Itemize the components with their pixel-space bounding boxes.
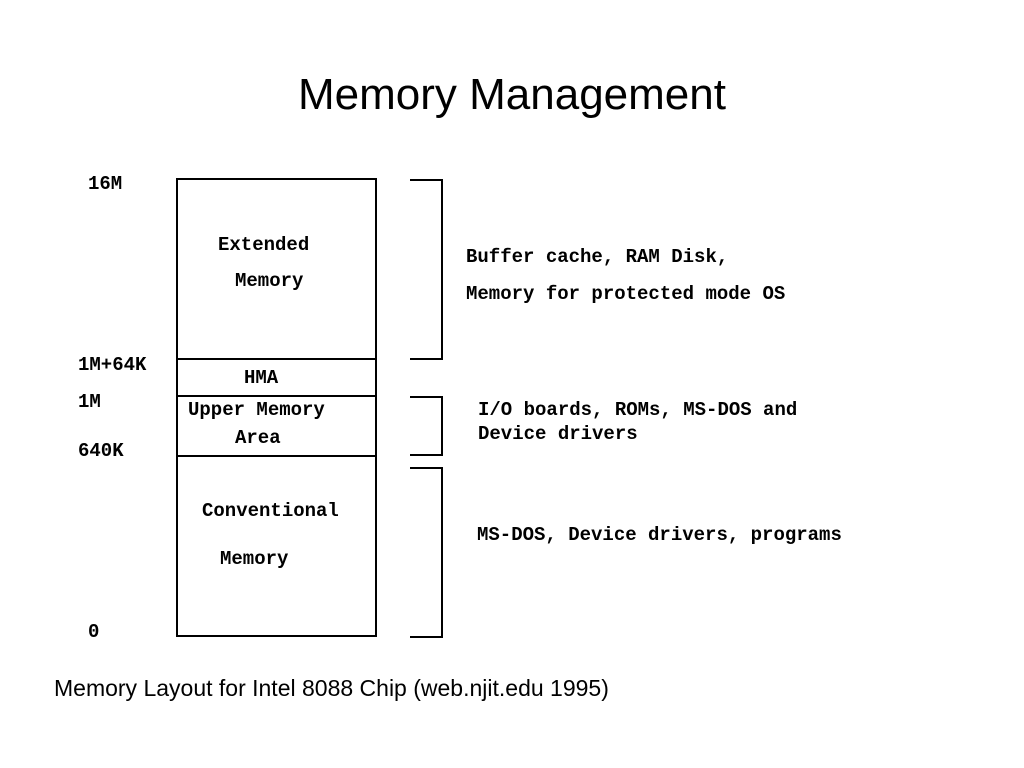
address-16m: 16M	[88, 173, 123, 195]
upper-memory-area-label-line1: Upper Memory	[188, 399, 325, 421]
conventional-memory-bracket	[410, 467, 443, 638]
extended-memory-label-line2: Memory	[235, 270, 304, 292]
conventional-memory-description: MS-DOS, Device drivers, programs	[477, 524, 842, 546]
conventional-memory-label-line1: Conventional	[202, 500, 339, 522]
extended-memory-description-line1: Buffer cache, RAM Disk,	[466, 246, 729, 268]
extended-memory-label-line1: Extended	[218, 234, 310, 256]
extended-memory-bracket	[410, 179, 443, 360]
address-1m-64k: 1M+64K	[78, 354, 147, 376]
address-1m: 1M	[78, 391, 101, 413]
extended-memory-description-line2: Memory for protected mode OS	[466, 283, 786, 305]
figure-caption: Memory Layout for Intel 8088 Chip (web.n…	[54, 675, 609, 701]
divider-uma-conventional	[176, 455, 377, 457]
address-640k: 640K	[78, 440, 124, 462]
conventional-memory-label-line2: Memory	[220, 548, 289, 570]
upper-memory-area-label-line2: Area	[235, 427, 281, 449]
memory-map-box	[176, 178, 377, 637]
divider-hma-uma	[176, 395, 377, 397]
divider-extended-hma	[176, 358, 377, 360]
upper-memory-description-line2: Device drivers	[478, 423, 638, 445]
address-0: 0	[88, 621, 100, 643]
upper-memory-description-line1: I/O boards, ROMs, MS-DOS and	[478, 399, 798, 421]
upper-memory-bracket	[410, 396, 443, 456]
slide-title: Memory Management	[298, 70, 726, 119]
hma-label: HMA	[244, 367, 279, 389]
